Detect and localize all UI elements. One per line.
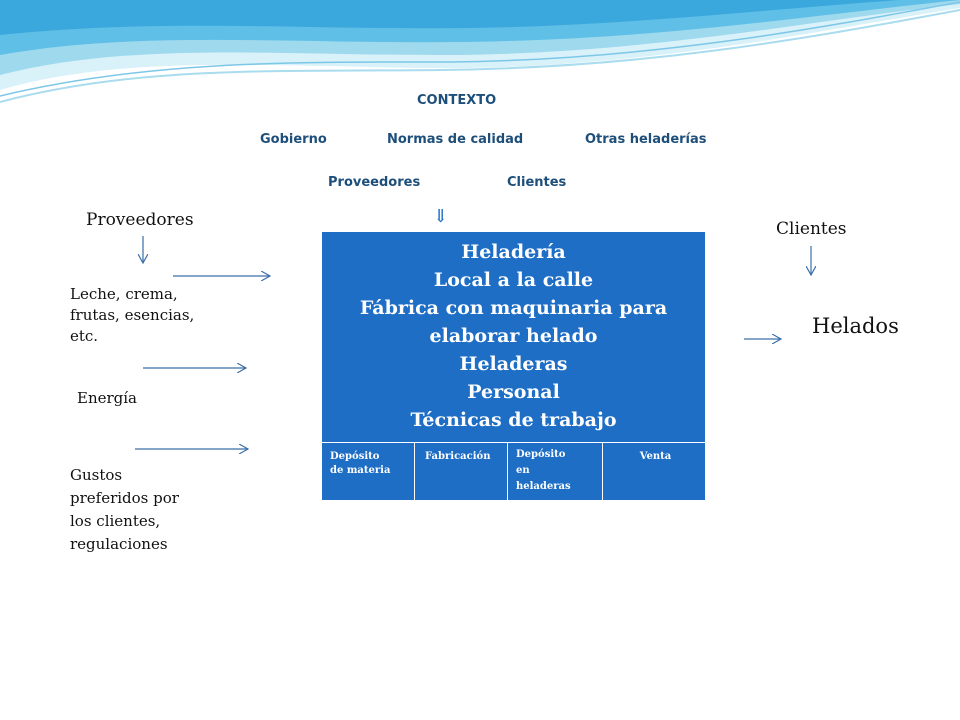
input-gustos-line: los clientes, — [70, 512, 161, 530]
input-leche-line: frutas, esencias, — [70, 306, 195, 324]
input-leche-label: Leche, crema, frutas, esencias, etc. — [70, 284, 194, 347]
right-clientes-label: Clientes — [776, 219, 847, 239]
input-leche-line: etc. — [70, 327, 99, 345]
input-energia-label: Energía — [77, 389, 137, 407]
stage-fabricacion: Fabricación — [415, 443, 508, 501]
stage-deposito-heladeras: Depósito en heladeras — [508, 443, 603, 501]
context-otras-heladerias: Otras heladerías — [585, 132, 707, 147]
process-line-fabrica: Fábrica con maquinaria para — [359, 297, 668, 319]
stage-line: heladeras — [516, 481, 571, 492]
process-box-lines: Heladería Local a la calle Fábrica con m… — [322, 238, 705, 434]
context-down-arrow-icon: ⇓ — [433, 206, 449, 227]
input-leche-line: Leche, crema, — [70, 285, 178, 303]
output-helados-label: Helados — [812, 314, 899, 338]
stage-line: Depósito — [516, 449, 566, 460]
process-line-tecnicas: Técnicas de trabajo — [410, 409, 617, 431]
context-title: CONTEXTO — [417, 93, 497, 108]
process-line-local: Local a la calle — [433, 269, 594, 291]
stage-line: de materia — [330, 465, 391, 476]
stage-deposito-materia: Depósito de materia — [322, 443, 415, 501]
stage-line: Venta — [639, 451, 672, 462]
stage-line: en — [516, 465, 530, 476]
process-line-elaborar: elaborar helado — [429, 325, 598, 347]
context-gobierno: Gobierno — [260, 132, 327, 147]
context-normas-calidad: Normas de calidad — [387, 132, 524, 147]
context-proveedores: Proveedores — [328, 175, 421, 190]
process-line-personal: Personal — [467, 381, 560, 403]
stage-line: Fabricación — [425, 451, 491, 462]
input-gustos-line: Gustos — [70, 466, 123, 484]
stage-line: Depósito — [330, 451, 380, 462]
left-proveedores-label: Proveedores — [86, 210, 194, 230]
input-gustos-label: Gustos preferidos por los clientes, regu… — [70, 464, 179, 556]
context-clientes: Clientes — [507, 175, 567, 190]
process-line-heladeria: Heladería — [461, 241, 566, 263]
decorative-wave-header — [0, 0, 960, 103]
process-stages-row: Depósito de materia Fabricación Depósito… — [322, 442, 705, 501]
input-gustos-line: preferidos por — [70, 489, 179, 507]
process-line-heladeras: Heladeras — [459, 353, 568, 375]
stage-venta: Venta — [603, 443, 705, 501]
input-gustos-line: regulaciones — [70, 535, 168, 553]
process-box: Heladería Local a la calle Fábrica con m… — [322, 232, 705, 501]
